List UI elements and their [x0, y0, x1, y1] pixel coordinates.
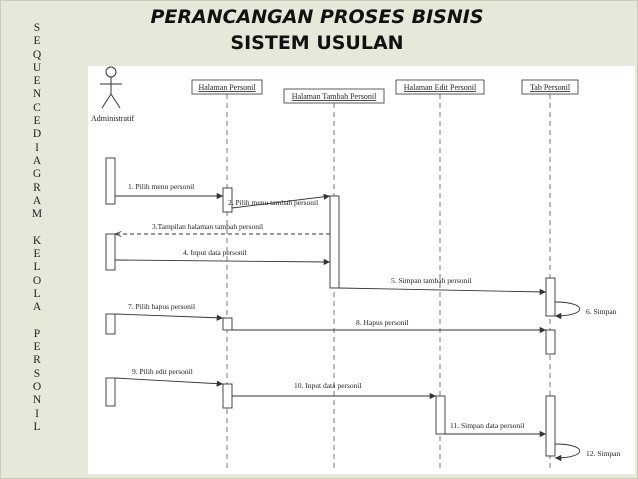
message-arrow-7 [114, 313, 224, 321]
actor-activations [105, 157, 116, 407]
vertical-letter: L [33, 261, 41, 274]
message-label-9: 9. Pilih edit personil [132, 367, 193, 376]
vertical-letter: N [32, 88, 42, 101]
message-label-8: 8. Hapus personil [356, 318, 409, 327]
lifeline-label-halaman-personil: Halaman Personil [198, 83, 256, 92]
lifeline-label-halaman-tambah: Halaman Tambah Personil [292, 92, 377, 101]
message-label-3: 3.Tampilan halaman tambah personil [152, 222, 263, 231]
lifeline-halaman-personil: Halaman Personil [191, 79, 263, 471]
lifeline-label-tab-personil: Tab Personil [530, 83, 571, 92]
vertical-letter: O [32, 381, 42, 394]
message-arrow-5 [338, 287, 547, 296]
vertical-letter: L [33, 420, 41, 433]
message-arrow-6 [554, 301, 580, 320]
lifeline-label-halaman-edit: Halaman Edit Personil [404, 83, 477, 92]
message-label-6: 6. Simpan [586, 307, 617, 316]
vertical-letter: E [33, 35, 41, 48]
message-label-11: 11. Simpan data personil [450, 421, 524, 430]
lifeline-tab-personil: Tab Personil [521, 79, 579, 471]
message-arrow-9 [114, 377, 224, 387]
vertical-letter: M [31, 208, 43, 221]
lifeline-halaman-edit-personil: Halaman Edit Personil [395, 79, 485, 471]
halaman-edit-activation [435, 395, 446, 435]
halaman-personil-activations [222, 187, 233, 409]
vertical-letter: E [33, 75, 41, 88]
title-line-2: SISTEM USULAN [230, 32, 404, 54]
vertical-letter: I [35, 407, 39, 420]
actor-administratif [100, 66, 122, 109]
vertical-letter: U [32, 61, 42, 74]
message-label-2: 2. Pilih menu tambah personil [228, 198, 318, 207]
tab-personil-activations [545, 277, 556, 457]
vertical-letter: A [32, 154, 42, 167]
vertical-letter: L [33, 287, 41, 300]
vertical-letter: G [32, 168, 42, 181]
halaman-tambah-activation [329, 195, 340, 289]
vertical-letter: S [33, 367, 41, 380]
message-label-7: 7. Pilih hapus personil [128, 302, 195, 311]
message-label-4: 4. Input data personil [183, 248, 247, 257]
message-arrow-2 [231, 193, 331, 209]
vertical-letter: D [32, 128, 42, 141]
vertical-letter: S [33, 22, 41, 34]
vertical-letter: R [33, 354, 41, 367]
vertical-letter: I [35, 141, 39, 154]
vertical-letter: N [32, 394, 42, 407]
sequence-diagram: Administratif Halaman Personil Halaman T… [88, 66, 635, 474]
vertical-letter: C [33, 101, 41, 114]
vertical-letter: E [33, 115, 41, 128]
vertical-letter: E [33, 341, 41, 354]
vertical-letter: R [33, 181, 41, 194]
message-label-10: 10. Input data personil [294, 381, 362, 390]
vertical-letter: Q [32, 48, 42, 61]
slide-title: PERANCANGAN PROSES BISNIS SISTEM USULAN [92, 4, 542, 56]
vertical-letter: P [33, 327, 41, 340]
vertical-letter: O [32, 274, 42, 287]
vertical-letter [30, 221, 44, 234]
message-arrow-4 [114, 258, 331, 266]
vertical-letter: A [32, 301, 42, 314]
actor-label: Administratif [91, 114, 134, 123]
message-label-1: 1. Pilih menu personil [128, 182, 194, 191]
vertical-letter: E [33, 248, 41, 261]
message-label-5: 5. Simpan tambah personil [391, 276, 471, 285]
vertical-letter: A [32, 194, 42, 207]
vertical-letter: K [32, 234, 42, 247]
message-arrow-12 [554, 443, 580, 462]
vertical-letter [30, 315, 44, 328]
title-line-1: PERANCANGAN PROSES BISNIS [150, 6, 484, 28]
message-label-12: 12. Simpan [586, 449, 620, 458]
